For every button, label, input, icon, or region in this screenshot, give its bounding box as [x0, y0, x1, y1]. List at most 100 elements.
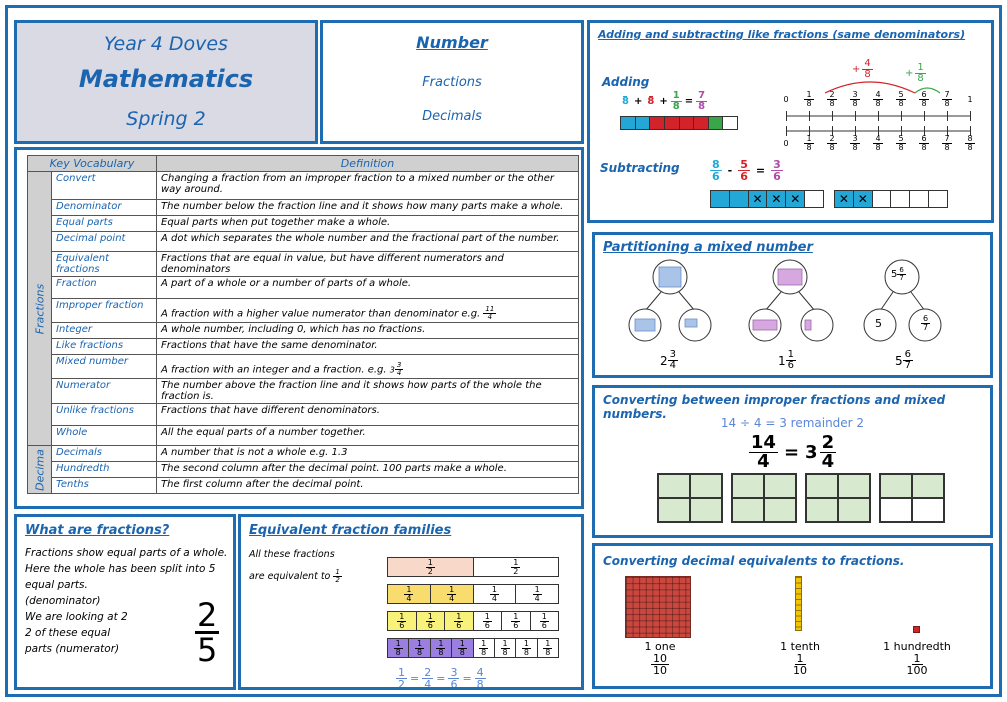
decimal-panel: Converting decimal equivalents to fracti…: [592, 543, 993, 689]
number-line-tick: [854, 111, 856, 121]
number-line-tick: [946, 111, 948, 121]
vocab-def: Changing a fraction from an improper fra…: [156, 171, 579, 200]
number-line-tick: [785, 126, 787, 136]
adding-panel: Adding and subtracting like fractions (s…: [587, 20, 994, 223]
topic-panel: Number Fractions Decimals: [320, 20, 584, 144]
number-line-label: 1: [967, 95, 973, 104]
topic-item-fractions: Fractions: [422, 75, 482, 90]
vocab-def: The number below the fraction line and i…: [156, 199, 579, 216]
vocab-term: Equal parts: [51, 215, 157, 232]
class-name: Year 4 Doves: [104, 33, 228, 55]
number-line-tick: [877, 126, 879, 136]
col-definition: Definition: [156, 155, 579, 172]
converting-panel: Converting between improper fractions an…: [592, 385, 993, 538]
adding-bar: [620, 116, 738, 130]
page-border: [5, 5, 1002, 697]
vocab-term: Decimals: [51, 445, 157, 462]
vocab-term: Numerator: [51, 378, 157, 404]
term-name: Spring 2: [126, 108, 206, 130]
vocab-term: Equivalent fractions: [51, 251, 157, 277]
tenth-rod: [795, 576, 802, 631]
vocabulary-panel: Key Vocabulary Definition Fractions Conv…: [14, 147, 584, 509]
vocab-def: A number that is not a whole e.g. 1.3: [156, 445, 579, 462]
subtracting-bars: ✕✕✕ ✕✕: [710, 190, 948, 208]
header-panel: Year 4 Doves Mathematics Spring 2: [14, 20, 318, 144]
partition-whole-3: 5: [875, 317, 882, 330]
vocab-term: Denominator: [51, 199, 157, 216]
vocab-def: A dot which separates the whole number a…: [156, 231, 579, 252]
number-line-tick: [808, 111, 810, 121]
vocab-term: Convert: [51, 171, 157, 200]
equivalent-title: Equivalent fraction families: [249, 523, 452, 538]
converting-title: Converting between improper fractions an…: [603, 393, 946, 421]
partition-diagrams: [628, 259, 942, 342]
partition-title: Partitioning a mixed number: [603, 240, 813, 255]
group-fractions: Fractions: [27, 171, 52, 446]
vocab-def: Fractions that are equal in value, but h…: [156, 251, 579, 277]
adding-title: Adding and subtracting like fractions (s…: [598, 28, 966, 41]
vocab-term: Integer: [51, 322, 157, 339]
vocab-def-improper: A fraction with a higher value numerator…: [156, 298, 579, 323]
decimal-title: Converting decimal equivalents to fracti…: [603, 554, 905, 568]
vocab-term: Decimal point: [51, 231, 157, 252]
vocab-def: The second column after the decimal poin…: [156, 461, 579, 478]
number-line-tick: [900, 126, 902, 136]
subject-title: Mathematics: [78, 65, 254, 93]
number-line-tick: [923, 126, 925, 136]
vocab-term: Fraction: [51, 276, 157, 299]
hundredth-cube: [913, 626, 920, 633]
number-line-tick: [946, 126, 948, 136]
vocab-def: All the equal parts of a number together…: [156, 425, 579, 446]
vocab-term: Mixed number: [51, 354, 157, 379]
number-line-label: 0: [783, 95, 789, 104]
big-fraction: 2 5: [195, 596, 220, 669]
topic-item-decimals: Decimals: [422, 109, 482, 124]
vocab-def: A part of a whole or a number of parts o…: [156, 276, 579, 299]
division-statement: 14 ÷ 4 = 3 remainder 2: [720, 416, 865, 430]
topic-title: Number: [416, 33, 488, 52]
number-line-tick: [808, 126, 810, 136]
hundred-block: [625, 576, 691, 638]
adding-label: Adding: [602, 75, 650, 89]
